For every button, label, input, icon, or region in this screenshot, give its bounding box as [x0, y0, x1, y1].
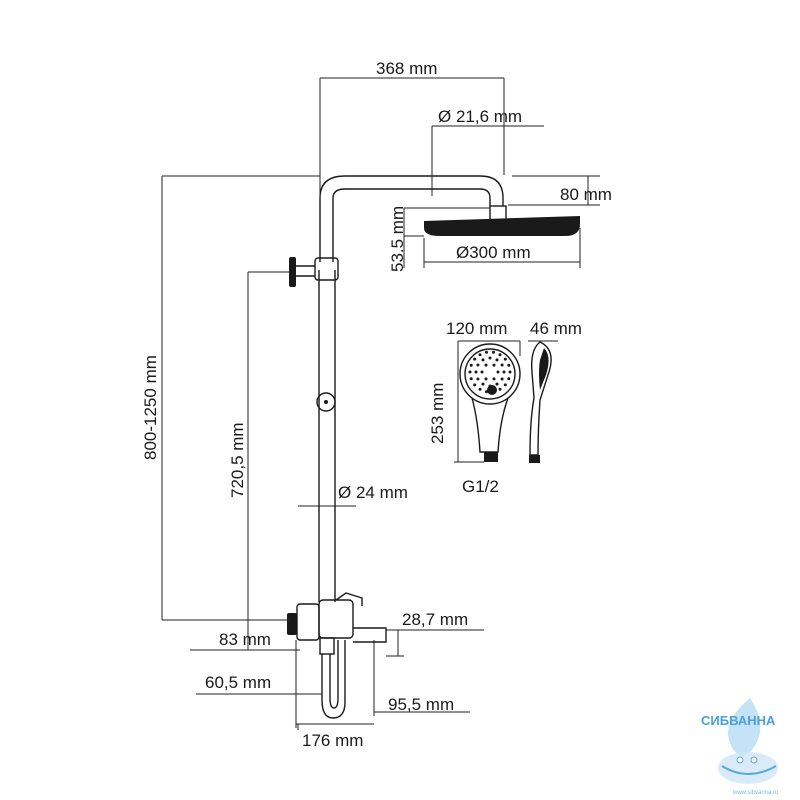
- spray-nozzle: [469, 377, 473, 381]
- spray-nozzle: [485, 390, 488, 394]
- spray-nozzle: [476, 377, 480, 381]
- spray-nozzle: [478, 387, 482, 391]
- spray-nozzle: [484, 377, 488, 381]
- spray-nozzle: [498, 353, 502, 357]
- spray-nozzle: [488, 356, 492, 360]
- dim-spout-height: 28,7 mm: [402, 610, 468, 629]
- spray-nozzle: [478, 353, 482, 357]
- spray-nozzle: [480, 370, 484, 374]
- spray-nozzle: [507, 363, 511, 367]
- dim-hand-length: 253 mm: [428, 383, 447, 444]
- dim-head-offset: 80 mm: [560, 185, 612, 204]
- dim-pipe-diameter: Ø 24 mm: [338, 483, 408, 502]
- spray-nozzle: [496, 370, 500, 374]
- dim-head-height: 53.5 mm: [388, 206, 407, 272]
- spray-nozzle: [481, 382, 485, 386]
- mixer: [287, 592, 387, 719]
- spray-nozzle: [473, 383, 477, 387]
- dimension-lines: [161, 77, 600, 730]
- spray-nozzle: [469, 363, 473, 367]
- dim-arm-length: 368 mm: [376, 59, 437, 78]
- rain-shower-head: [424, 216, 580, 236]
- dim-mixer-width: 176 mm: [302, 731, 363, 750]
- spray-nozzle: [476, 363, 480, 367]
- spray-nozzle: [502, 370, 506, 374]
- spray-nozzle: [484, 363, 488, 367]
- hand-shower: [459, 341, 552, 463]
- dimension-labels: 368 mm Ø 21,6 mm 80 mm 53.5 mm Ø300 mm 8…: [141, 59, 612, 750]
- spray-nozzle: [507, 377, 511, 381]
- spray-nozzle: [503, 357, 507, 361]
- spray-nozzle: [495, 358, 499, 362]
- diverter-knob: [316, 392, 336, 412]
- watermark-brand: СИБВАННА: [701, 713, 776, 728]
- spray-nozzle: [474, 370, 478, 374]
- dim-total-height: 800-1250 mm: [141, 355, 160, 460]
- spray-nozzle: [485, 350, 488, 354]
- spray-nozzle: [492, 377, 496, 381]
- hand-shower-button: [487, 385, 497, 395]
- dim-bracket-offset: 60,5 mm: [205, 673, 271, 692]
- dim-hand-thread: G1/2: [462, 477, 499, 496]
- spray-nozzle: [500, 377, 504, 381]
- spray-nozzle: [468, 370, 472, 374]
- spray-nozzle: [495, 382, 499, 386]
- spray-nozzle: [492, 350, 495, 354]
- spray-nozzle: [498, 387, 502, 391]
- dim-hand-depth: 46 mm: [530, 319, 582, 338]
- watermark-url: www.sibvanna.ru: [732, 790, 778, 796]
- spray-nozzle: [508, 370, 512, 374]
- spray-nozzle: [492, 390, 495, 394]
- sibvanna-logo: СИБВАННА www.sibvanna.ru: [701, 698, 778, 796]
- wall-holder: [289, 257, 315, 287]
- shower-column: [287, 175, 580, 719]
- spray-nozzle: [500, 363, 504, 367]
- dim-hand-width: 120 mm: [446, 319, 507, 338]
- dim-spout-length: 95,5 mm: [388, 695, 454, 714]
- dim-arm-diameter: Ø 21,6 mm: [438, 107, 522, 126]
- spray-nozzle: [473, 357, 477, 361]
- spray-nozzle: [488, 384, 492, 388]
- spray-nozzle: [492, 363, 496, 367]
- spray-nozzle: [503, 383, 507, 387]
- dim-mixer-offset: 83 mm: [219, 630, 271, 649]
- dim-head-diameter: Ø300 mm: [456, 243, 531, 262]
- dim-holder-height: 720,5 mm: [228, 422, 247, 498]
- spray-nozzle: [481, 358, 485, 362]
